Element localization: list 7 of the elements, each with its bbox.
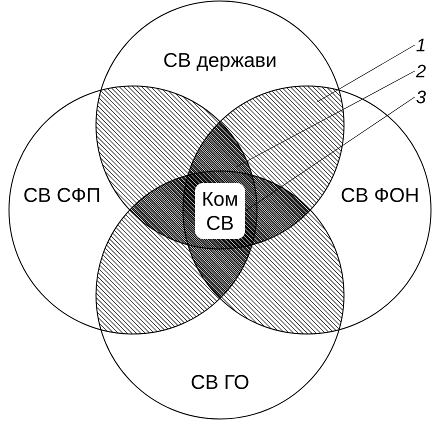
leader-line: [236, 70, 416, 168]
leader-line: [316, 44, 416, 102]
callout-number: 3: [416, 90, 426, 104]
label-box: Ком СВ: [195, 183, 245, 239]
leader-line: [244, 96, 416, 212]
callout-number: 1: [416, 38, 424, 52]
callout-number: 2: [416, 64, 426, 78]
